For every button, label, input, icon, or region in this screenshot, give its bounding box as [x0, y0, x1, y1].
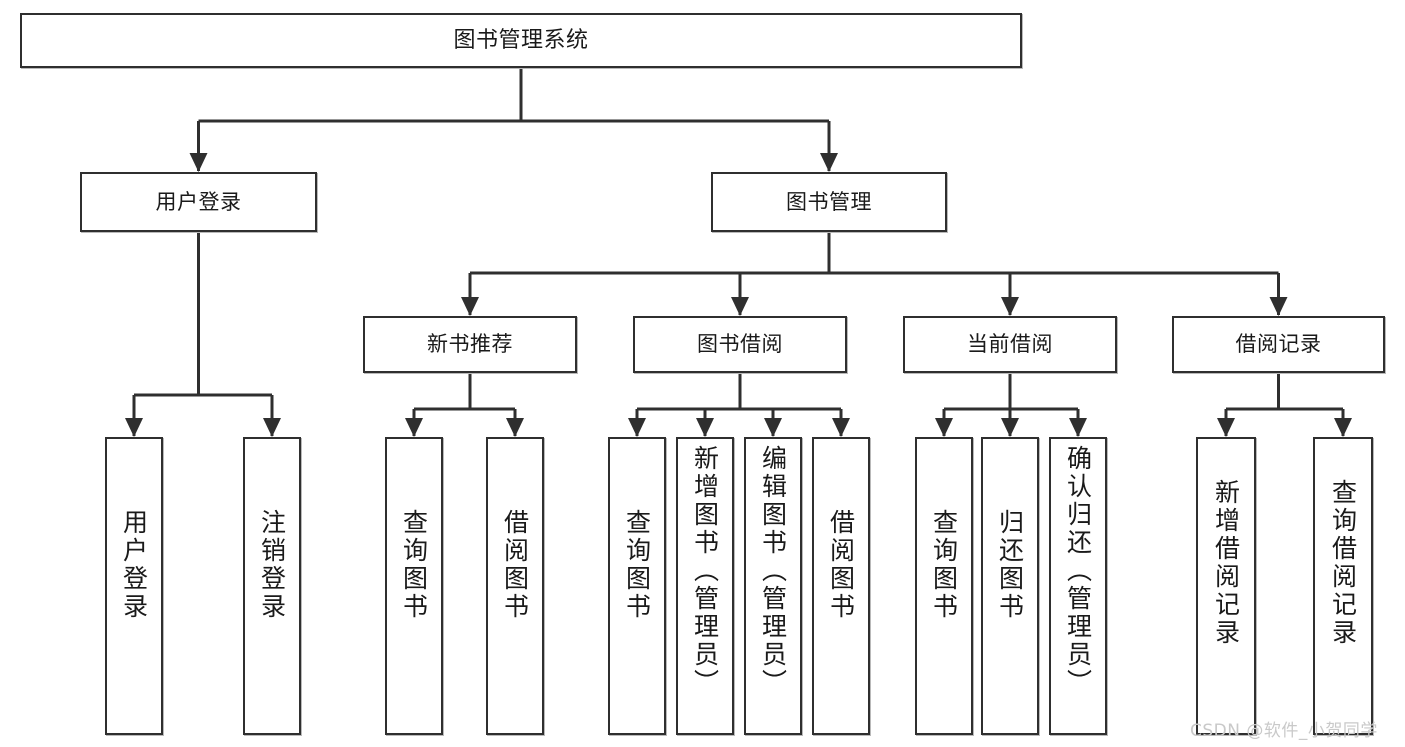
- node-leaf-query-book-3[interactable]: 查询图书: [915, 437, 973, 735]
- node-leaf-borrow-book-1[interactable]: 借阅图书: [486, 437, 544, 735]
- node-leaf-query-borrow-record[interactable]: 查询借阅记录: [1313, 437, 1373, 735]
- node-leaf-query-book-1-label: 查询图书: [399, 509, 429, 621]
- node-leaf-query-book-2[interactable]: 查询图书: [608, 437, 666, 735]
- node-leaf-borrow-book-1-label: 借阅图书: [500, 509, 530, 621]
- node-current-borrow[interactable]: 当前借阅: [903, 316, 1117, 373]
- node-borrow-record-label: 借阅记录: [1235, 332, 1322, 357]
- node-book-borrow[interactable]: 图书借阅: [633, 316, 847, 373]
- node-leaf-user-login-label: 用户登录: [119, 509, 149, 621]
- node-leaf-confirm-return-admin[interactable]: 确认归还（管理员）: [1049, 437, 1107, 735]
- node-leaf-add-borrow-record-label: 新增借阅记录: [1211, 479, 1241, 647]
- watermark-label: CSDN @软件_小贺同学: [1190, 721, 1378, 741]
- node-leaf-add-book-admin-label: 新增图书（管理员）: [690, 445, 720, 697]
- node-user-login[interactable]: 用户登录: [80, 172, 317, 232]
- node-book-manage-label: 图书管理: [786, 189, 872, 214]
- node-leaf-add-borrow-record[interactable]: 新增借阅记录: [1196, 437, 1256, 735]
- node-leaf-user-logout-label: 注销登录: [257, 509, 287, 621]
- node-leaf-query-book-3-label: 查询图书: [929, 509, 959, 621]
- node-leaf-query-book-1[interactable]: 查询图书: [385, 437, 443, 735]
- node-borrow-record[interactable]: 借阅记录: [1172, 316, 1385, 373]
- node-user-login-label: 用户登录: [155, 189, 242, 214]
- node-current-borrow-label: 当前借阅: [967, 332, 1053, 357]
- node-root-label: 图书管理系统: [453, 27, 589, 53]
- node-leaf-user-login[interactable]: 用户登录: [105, 437, 163, 735]
- node-leaf-edit-book-admin[interactable]: 编辑图书（管理员）: [744, 437, 802, 735]
- node-leaf-confirm-return-admin-label: 确认归还（管理员）: [1063, 445, 1093, 697]
- node-leaf-query-book-2-label: 查询图书: [622, 509, 652, 621]
- node-leaf-edit-book-admin-label: 编辑图书（管理员）: [758, 445, 788, 697]
- node-leaf-borrow-book-2[interactable]: 借阅图书: [812, 437, 870, 735]
- node-root[interactable]: 图书管理系统: [20, 13, 1022, 68]
- node-leaf-user-logout[interactable]: 注销登录: [243, 437, 301, 735]
- node-leaf-add-book-admin[interactable]: 新增图书（管理员）: [676, 437, 734, 735]
- node-leaf-return-book[interactable]: 归还图书: [981, 437, 1039, 735]
- node-book-manage[interactable]: 图书管理: [711, 172, 947, 232]
- node-book-borrow-label: 图书借阅: [697, 332, 783, 357]
- node-leaf-borrow-book-2-label: 借阅图书: [826, 509, 856, 621]
- node-leaf-query-borrow-record-label: 查询借阅记录: [1328, 479, 1358, 647]
- node-new-book-recommend-label: 新书推荐: [427, 332, 513, 357]
- node-leaf-return-book-label: 归还图书: [995, 509, 1025, 621]
- node-new-book-recommend[interactable]: 新书推荐: [363, 316, 577, 373]
